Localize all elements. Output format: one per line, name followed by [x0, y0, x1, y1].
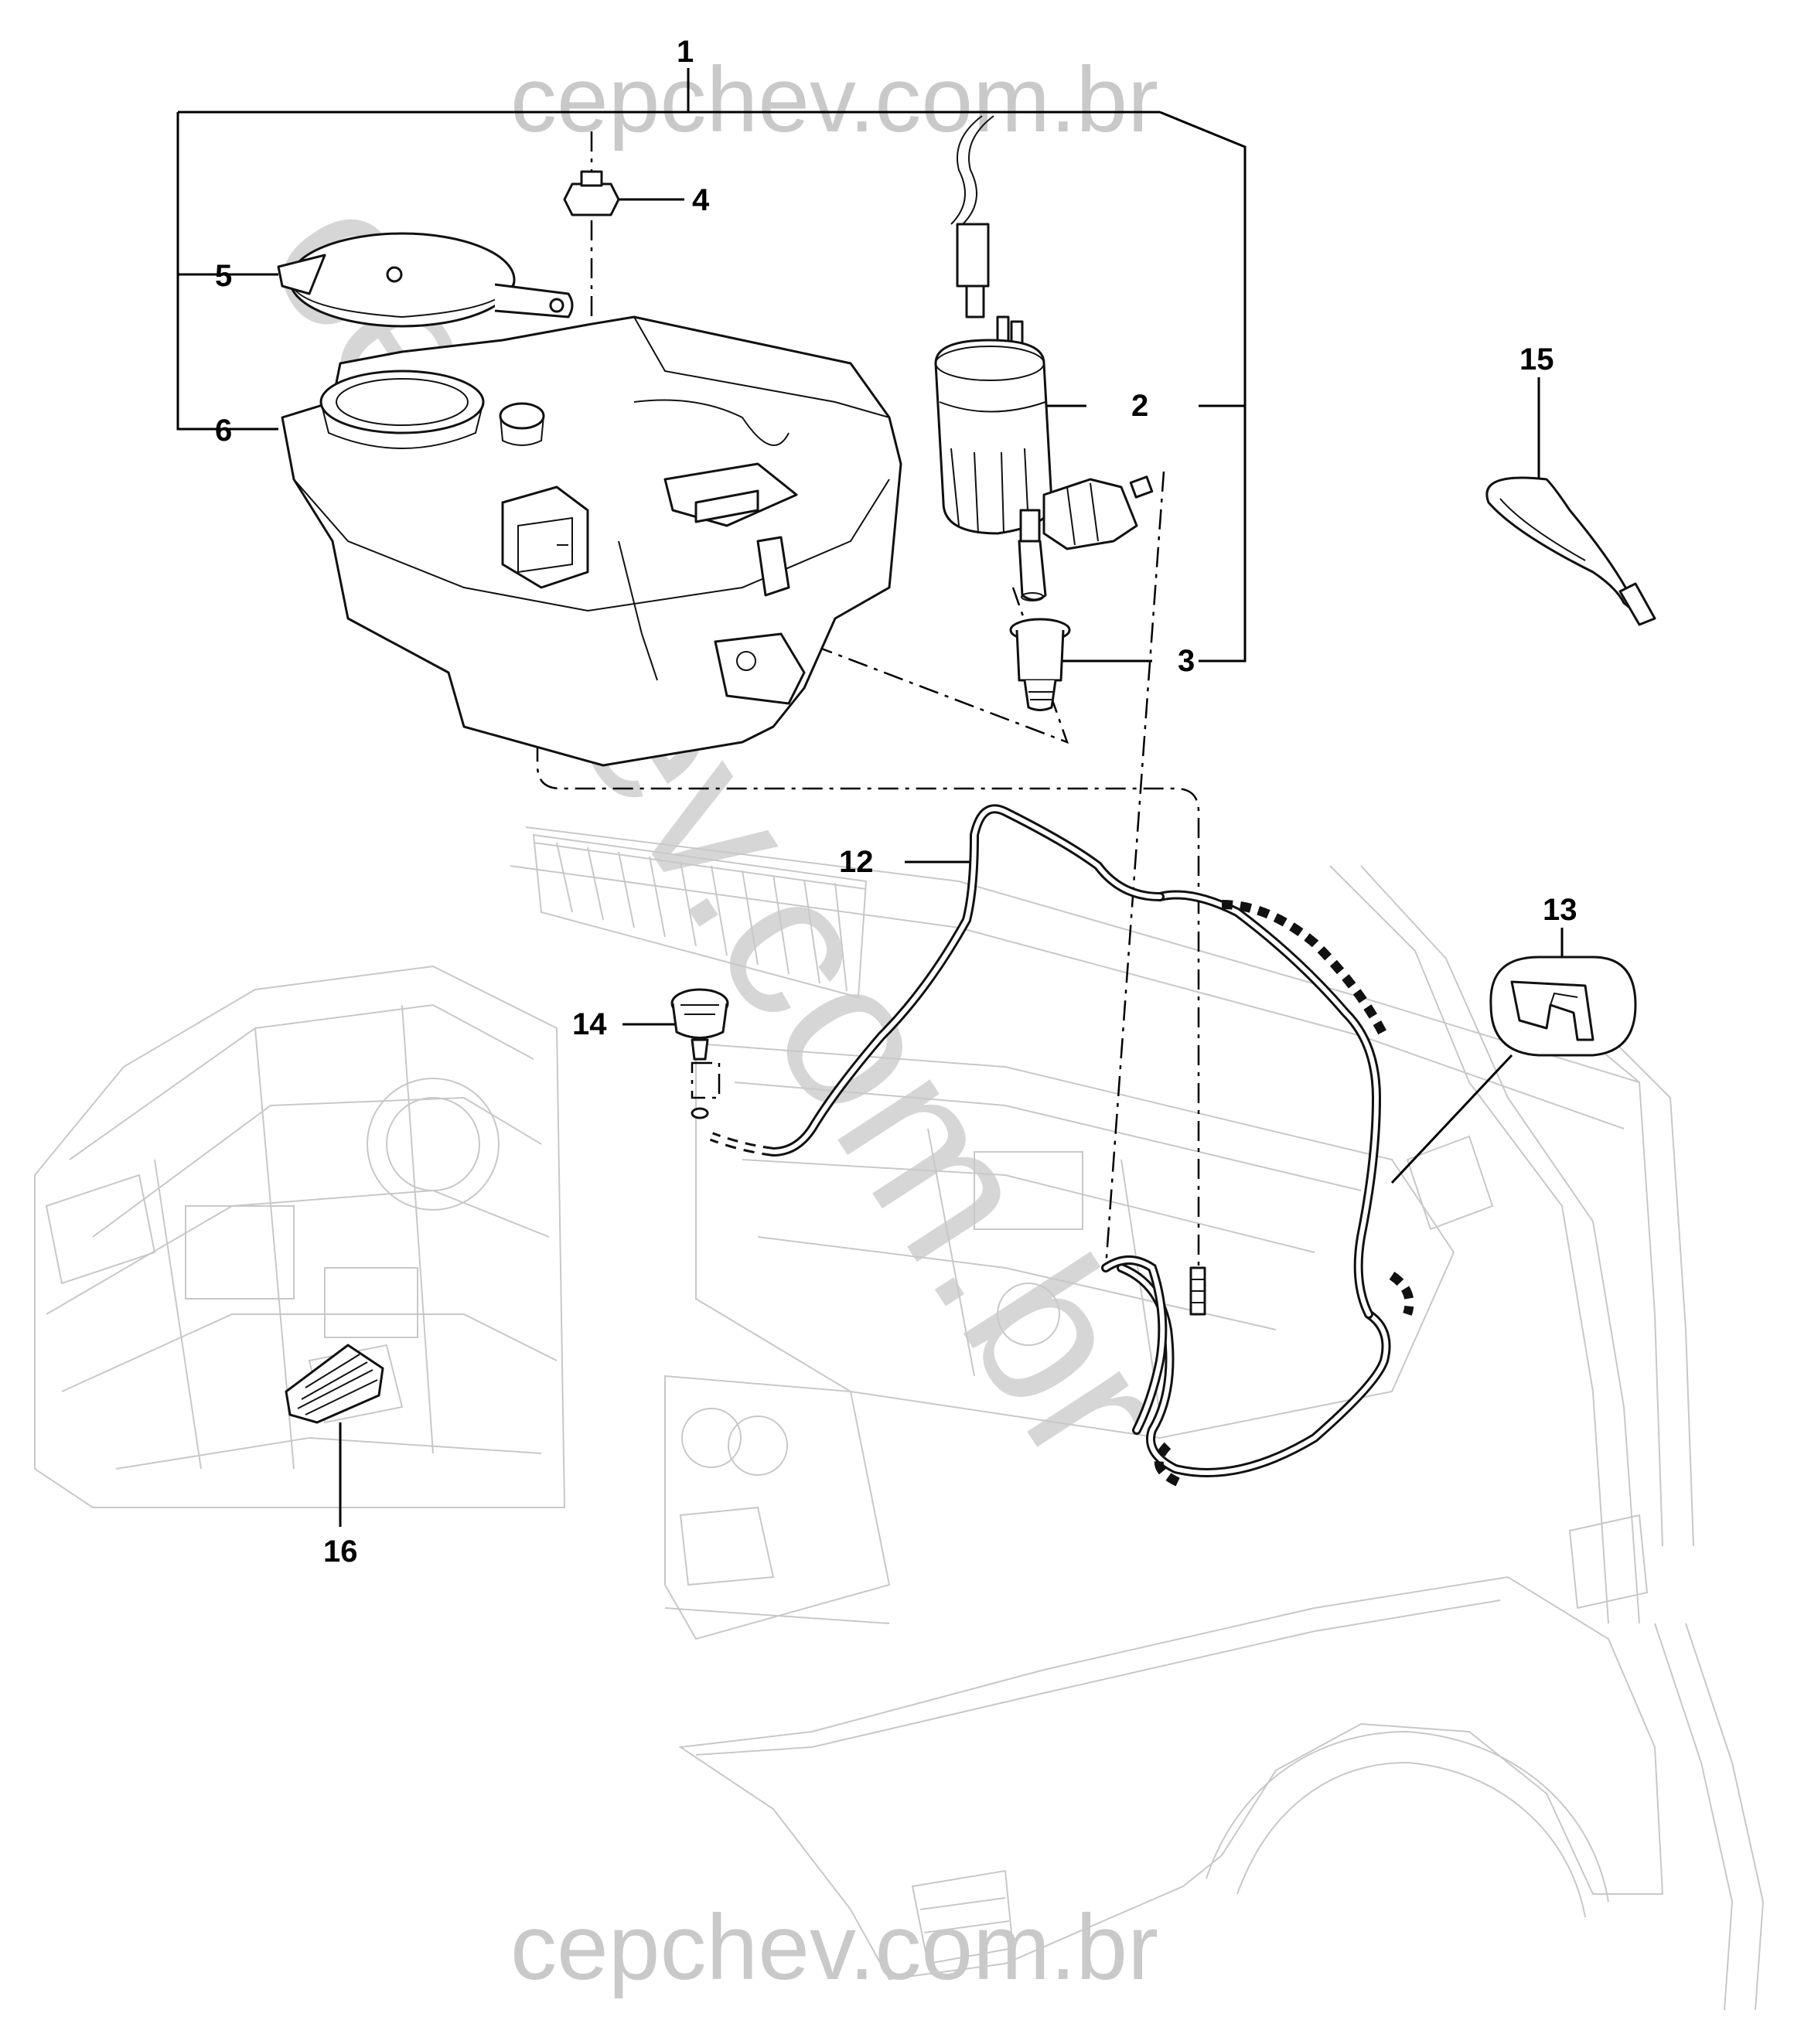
part-12-washer-hose	[709, 804, 1414, 1489]
part-2-washer-pump	[934, 115, 1154, 601]
part-6-washer-reservoir	[281, 315, 902, 767]
callout-1: 1	[677, 35, 694, 69]
cowl-grille	[532, 833, 868, 999]
part-4-nut	[563, 170, 620, 216]
vehicle-body-outline	[34, 826, 1765, 2011]
watermark-top: cepchev.com.br	[510, 48, 1158, 152]
callout-16: 16	[323, 1535, 358, 1569]
callout-13: 13	[1543, 893, 1577, 927]
callout-labels: 1 2 3 4 5 6 12 13 14 15 16	[215, 35, 1577, 1569]
callout-12: 12	[839, 845, 874, 879]
part-16-foam-pad	[285, 1344, 384, 1424]
callout-4: 4	[692, 183, 710, 217]
callout-6: 6	[215, 414, 232, 448]
part-3-grommet	[1009, 618, 1071, 711]
part-15-cable-tie	[1485, 476, 1656, 626]
part-14-washer-nozzle	[670, 988, 729, 1119]
callout-3: 3	[1178, 644, 1195, 678]
part-13-hose-clip	[1489, 956, 1637, 1057]
callout-5: 5	[215, 259, 232, 293]
part-5-filler-cap	[277, 232, 574, 328]
watermark-bottom: cepchev.com.br	[510, 1896, 1158, 1999]
callout-14: 14	[572, 1007, 607, 1041]
callout-2: 2	[1131, 389, 1148, 423]
callout-15: 15	[1519, 342, 1554, 376]
